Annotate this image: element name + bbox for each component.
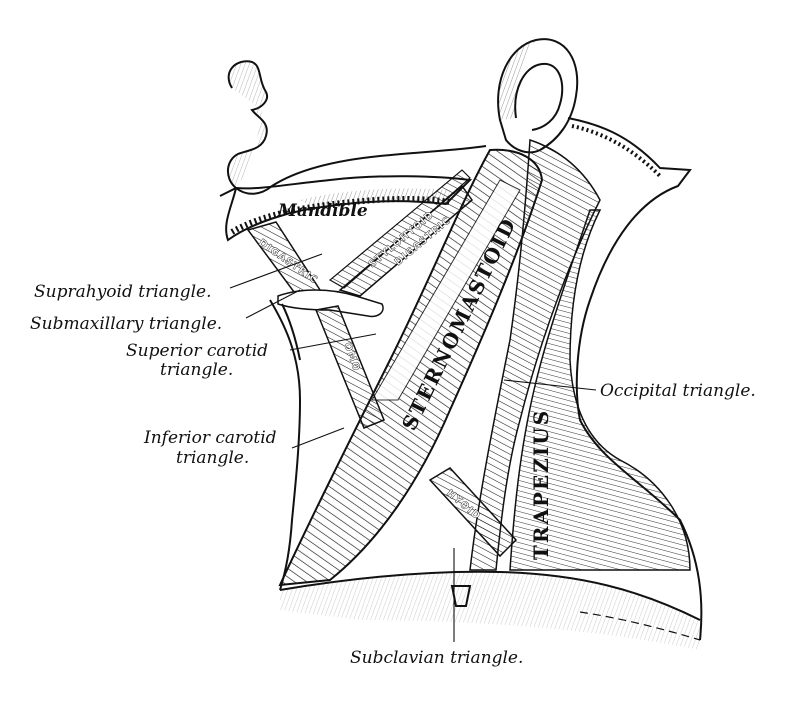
trapezius-label: TRAPEZIUS [529, 409, 553, 560]
inferior-carotid-label-line2: triangle. [176, 448, 249, 468]
suprahyoid-triangle-label: Suprahyoid triangle. [34, 282, 212, 302]
inferior-carotid-label-line1: Inferior carotid [143, 428, 277, 448]
submaxillary-leader [245, 289, 301, 319]
occipital-leader [503, 379, 597, 391]
sternomastoid-muscle [278, 148, 544, 587]
posterior-neck-outline [567, 117, 703, 641]
ear [497, 38, 579, 154]
omohyoid-inferior [428, 467, 518, 558]
superior-carotid-leader [289, 333, 377, 351]
anterior-neck-outline [269, 299, 302, 591]
face-profile [219, 60, 487, 197]
mandible [225, 175, 473, 242]
occipital-triangle-label: Occipital triangle. [600, 381, 756, 401]
superior-carotid-label-line1: Superior carotid [126, 341, 268, 361]
inferior-carotid-leader [291, 427, 345, 449]
suprahyoid-leader [229, 253, 323, 289]
submaxillary-triangle-label: Submaxillary triangle. [30, 314, 222, 334]
mandible-label: Mandible [277, 201, 368, 221]
superior-carotid-label-line2: triangle. [160, 360, 233, 380]
hyoid-region [246, 169, 474, 361]
omohyoid-superior [314, 305, 385, 429]
trapezius-muscle [509, 209, 691, 571]
subclavian-triangle-label: Subclavian triangle. [350, 648, 523, 668]
clavicle-region [279, 570, 701, 650]
